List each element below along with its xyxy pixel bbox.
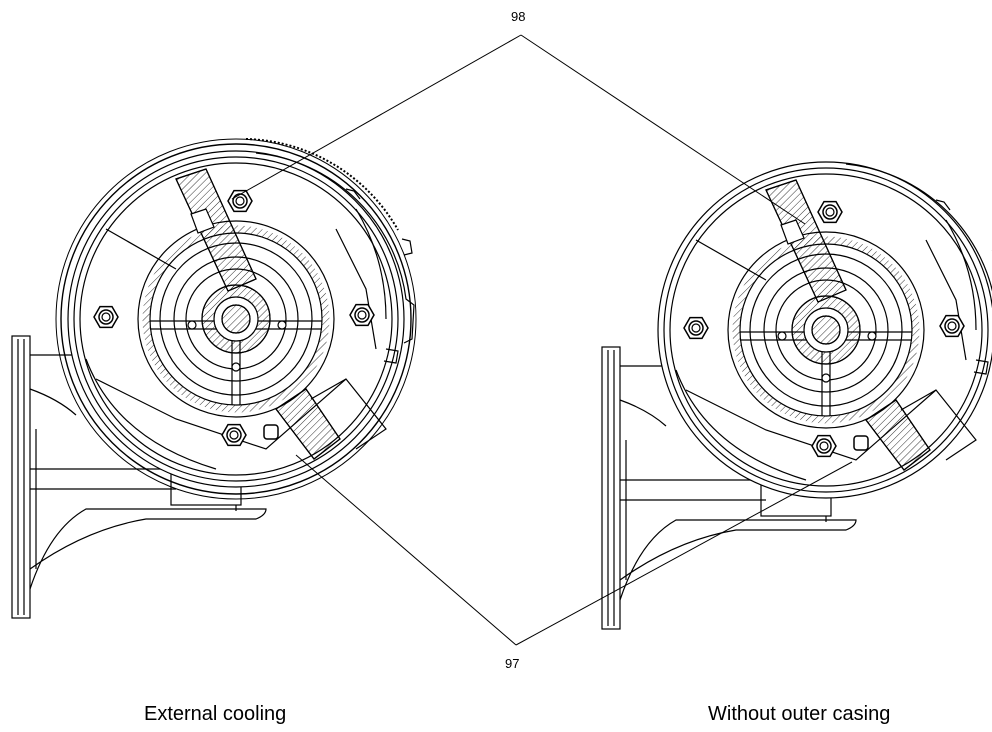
callout-98: 98 xyxy=(511,9,526,24)
callout-97: 97 xyxy=(505,656,520,671)
pump-view-external-cooling xyxy=(12,138,416,618)
caption-without-outer-casing: Without outer casing xyxy=(708,703,891,725)
caption-external-cooling: External cooling xyxy=(144,703,287,725)
leader-97-left xyxy=(295,454,517,646)
leader-98-left xyxy=(231,34,522,200)
leader-98-right xyxy=(520,34,806,225)
pump-view-without-outer-casing xyxy=(602,162,992,629)
leader-97-right xyxy=(515,461,853,646)
leader-lines xyxy=(231,34,853,646)
